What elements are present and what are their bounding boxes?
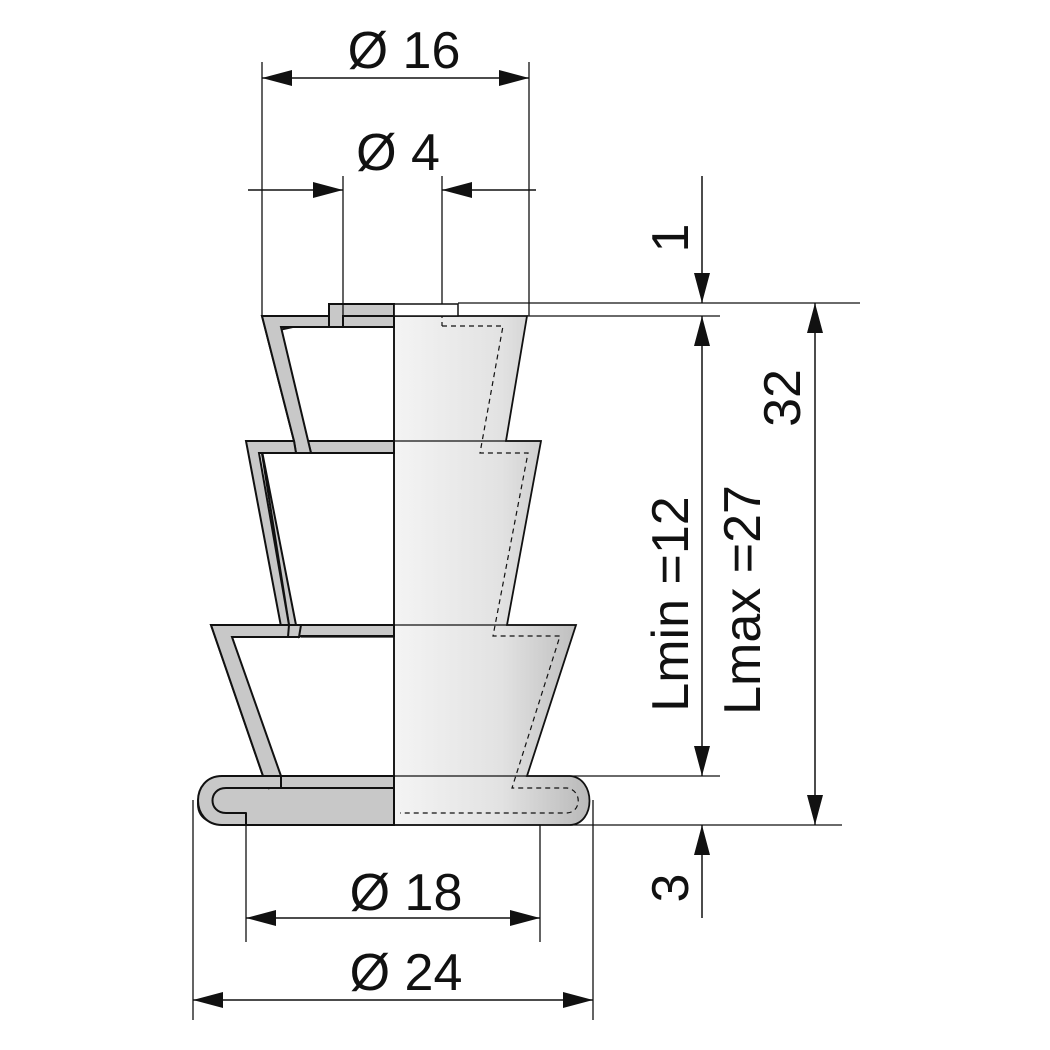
extension-lines — [192, 62, 860, 1020]
label-lmax: Lmax =27 — [714, 485, 772, 715]
label-top-thickness: 1 — [642, 224, 700, 253]
label-bottom-thickness: 3 — [642, 874, 700, 903]
label-lmin: Lmin =12 — [642, 496, 700, 711]
bellows-part — [196, 303, 591, 826]
bellows-right-half-view — [393, 315, 591, 826]
label-dia18: Ø 18 — [350, 864, 463, 922]
label-overall-height: 32 — [754, 369, 812, 427]
bellows-left-section-wall — [196, 303, 395, 826]
wall-upper-cone — [260, 315, 344, 454]
dimension-lines — [193, 70, 823, 1008]
label-dia4: Ø 4 — [356, 124, 440, 182]
label-dia16: Ø 16 — [348, 22, 461, 80]
label-dia24: Ø 24 — [350, 944, 463, 1002]
top-neck-collar — [393, 303, 459, 317]
dimension-labels: Ø 16 Ø 4 1 32 Lmin =12 Lmax =27 Ø 18 3 Ø… — [348, 22, 812, 1002]
hidden-inner-contour — [400, 325, 579, 814]
wall-lower-cone — [209, 624, 291, 790]
